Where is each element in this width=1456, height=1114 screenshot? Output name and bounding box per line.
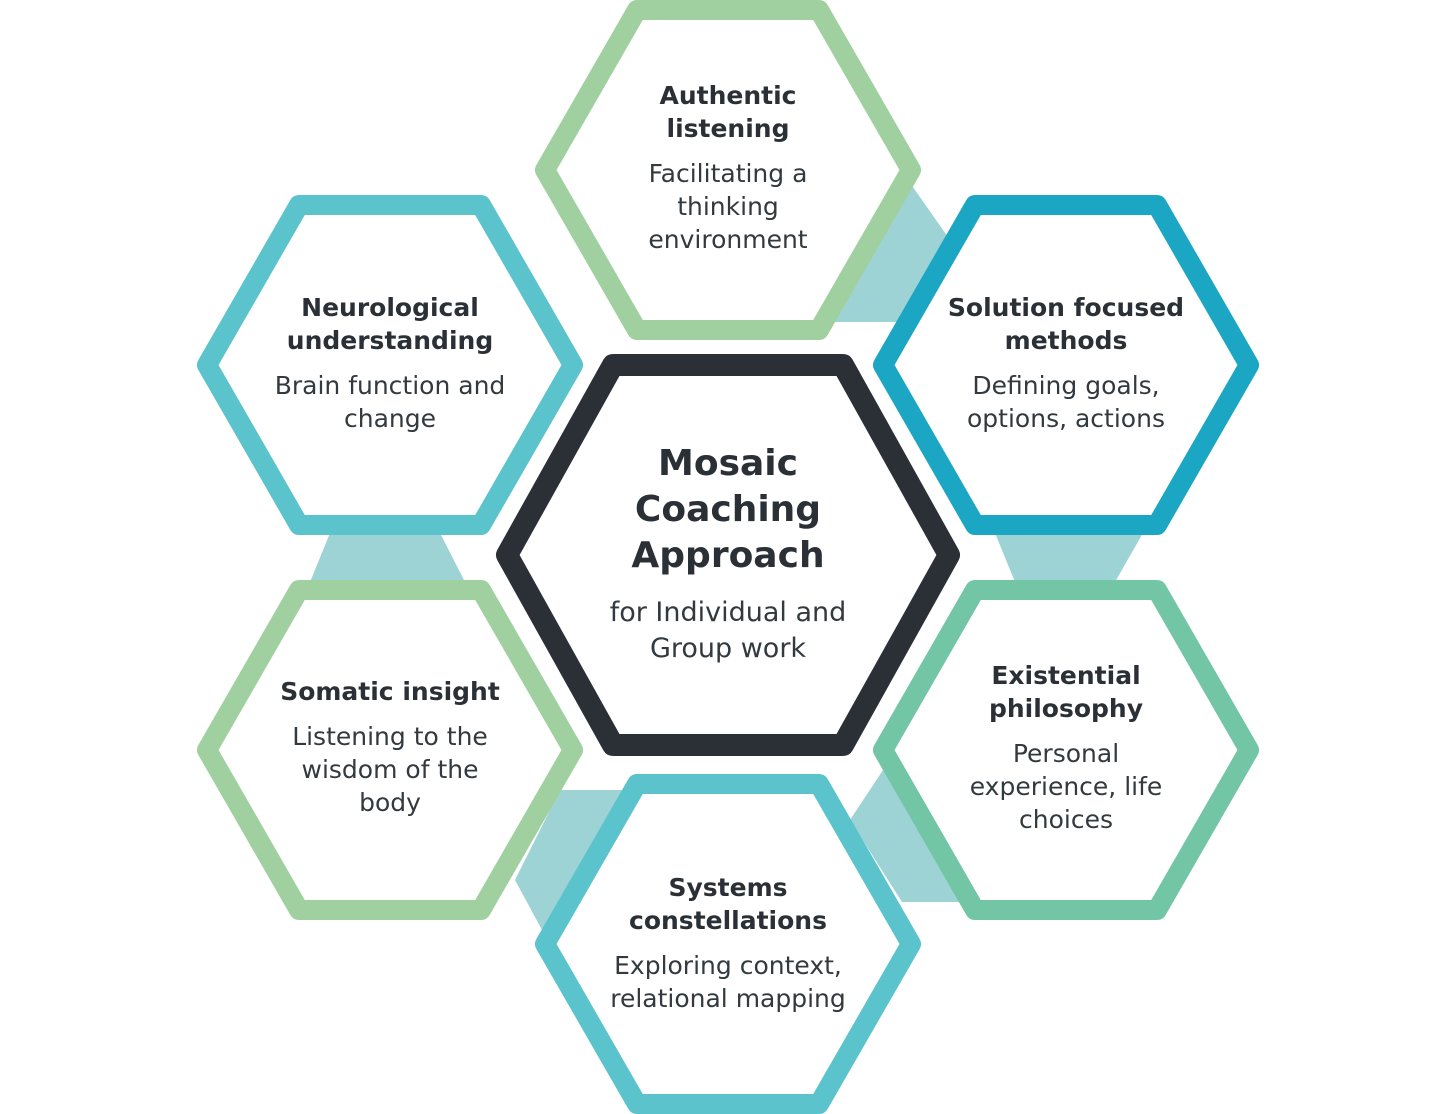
authentic-desc-line2: thinking (677, 192, 779, 221)
solution-title-line2: methods (1004, 326, 1128, 355)
neurological-title-line2: understanding (286, 326, 494, 355)
center-title-line1: Mosaic (658, 443, 798, 484)
existential-desc-line1: Personal (1012, 739, 1120, 768)
center-desc-line1: for Individual and (609, 597, 847, 628)
center-desc-line2: Group work (649, 633, 807, 664)
authentic-desc-line1: Facilitating a (648, 159, 808, 188)
node-authentic-listening: Authentic listening Facilitating a think… (598, 79, 858, 256)
somatic-title-line1: Somatic insight (280, 677, 500, 706)
neurological-title-line1: Neurological (301, 293, 479, 322)
existential-desc-line3: choices (1019, 805, 1113, 834)
node-systems-constellations: Systems constellations Exploring context… (588, 871, 868, 1015)
node-neurological-understanding: Neurological understanding Brain functio… (250, 291, 530, 435)
center-title-line2: Coaching (634, 489, 822, 530)
authentic-title-line1: Authentic (659, 81, 797, 110)
hex-authentic-listening (535, 0, 921, 340)
existential-desc-line2: experience, life (969, 772, 1163, 801)
existential-title-line2: philosophy (988, 694, 1144, 723)
solution-desc-line2: options, actions (967, 404, 1165, 433)
neurological-desc-line1: Brain function and (274, 371, 506, 400)
neurological-desc-line2: change (343, 404, 436, 433)
hex-center-mosaic (496, 354, 960, 756)
connector-neurological-somatic (310, 533, 465, 582)
connector-existential-systems (850, 770, 965, 902)
center-title-line3: Approach (631, 535, 825, 576)
hex-neurological-understanding (197, 195, 583, 535)
solution-title-line1: Solution focused (947, 293, 1185, 322)
authentic-title-line2: listening (666, 114, 790, 143)
somatic-desc-line3: body (359, 788, 421, 817)
hex-somatic-insight (197, 580, 583, 920)
hex-systems-constellations (535, 774, 921, 1114)
node-solution-focused: Solution focused methods Defining goals,… (926, 291, 1206, 435)
hex-existential-philosophy (873, 580, 1259, 920)
node-existential-philosophy: Existential philosophy Personal experien… (936, 659, 1196, 836)
hex-solution-focused (873, 195, 1259, 535)
systems-title-line2: constellations (629, 906, 827, 935)
node-somatic-insight: Somatic insight Listening to the wisdom … (260, 675, 520, 819)
existential-title-line1: Existential (991, 661, 1141, 690)
solution-desc-line1: Defining goals, (972, 371, 1160, 400)
somatic-desc-line2: wisdom of the (301, 755, 479, 784)
systems-title-line1: Systems (668, 873, 788, 902)
systems-desc-line2: relational mapping (610, 984, 846, 1013)
systems-desc-line1: Exploring context, (614, 951, 842, 980)
connector-solution-existential (995, 533, 1143, 582)
center-label: Mosaic Coaching Approach for Individual … (578, 441, 878, 667)
authentic-desc-line3: environment (648, 225, 808, 254)
somatic-desc-line1: Listening to the (292, 722, 488, 751)
